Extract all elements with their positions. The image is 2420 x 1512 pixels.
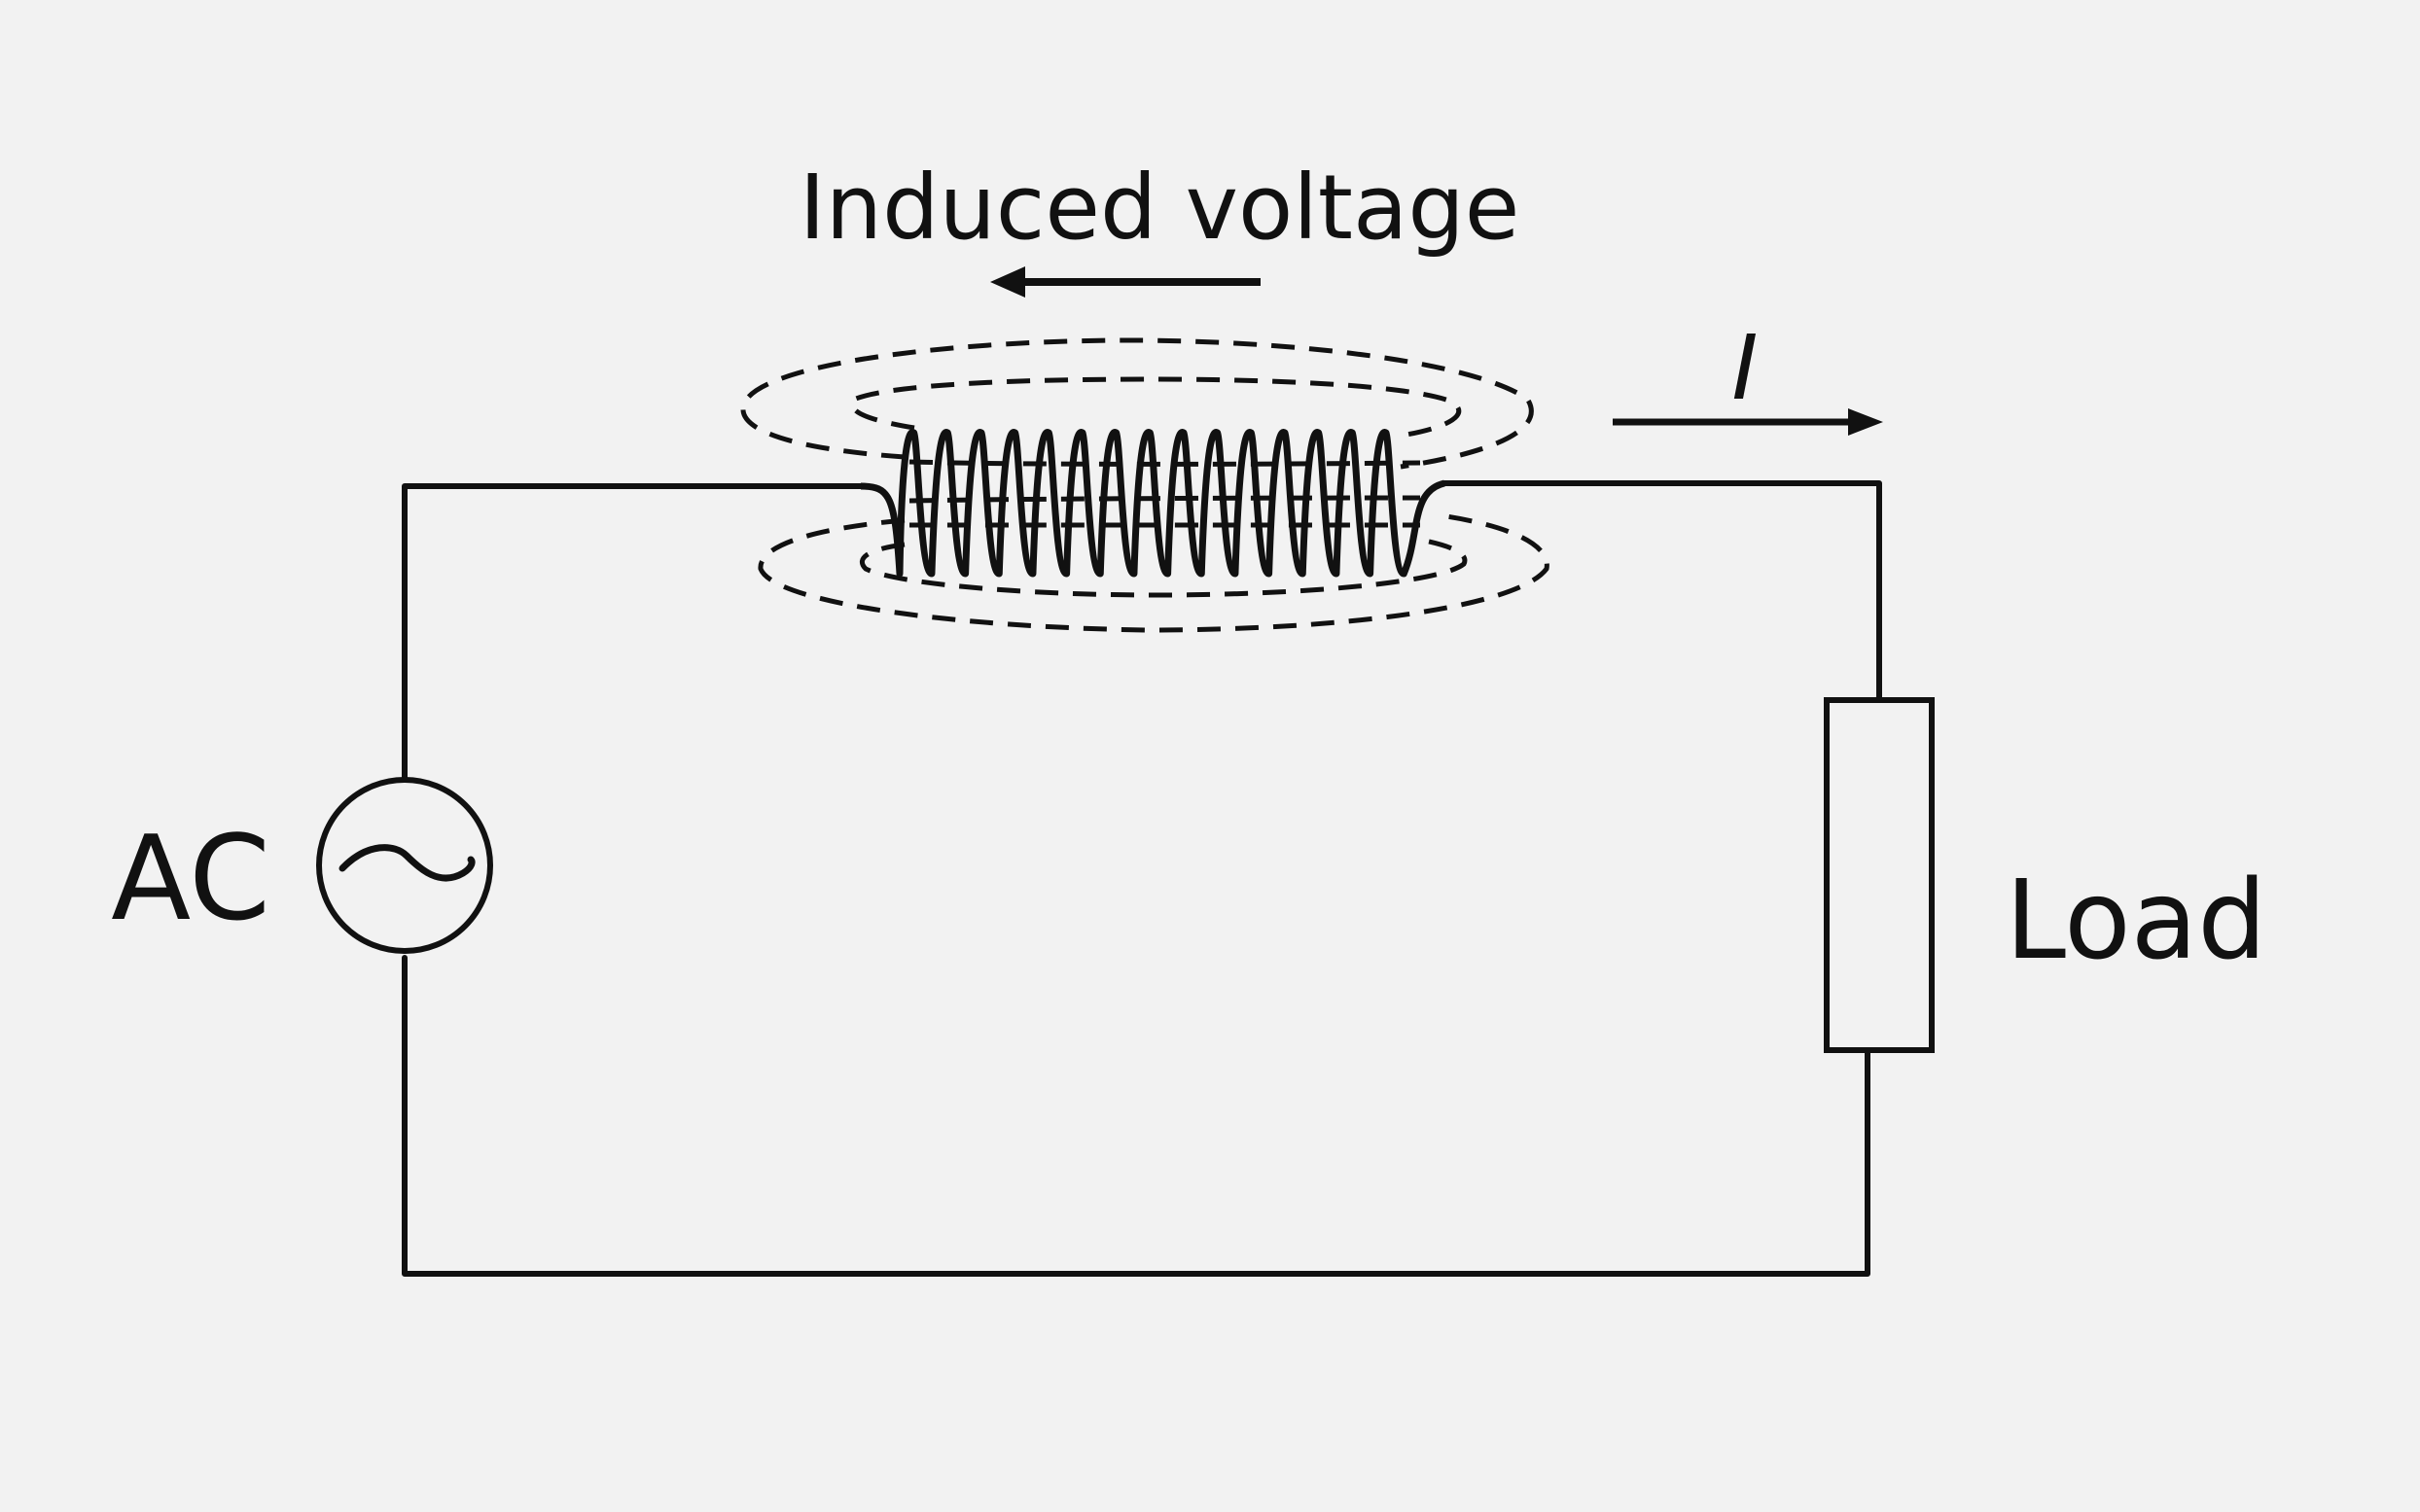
inner-field-line-bottom bbox=[859, 537, 1468, 598]
sine-wave-icon bbox=[338, 844, 476, 882]
outer-field-line-top bbox=[740, 337, 1534, 470]
load-resistor bbox=[1824, 697, 1935, 1053]
current-label: I bbox=[1731, 316, 1758, 420]
outer-field-line-bottom bbox=[758, 512, 1549, 633]
circuit-wires bbox=[402, 480, 1882, 1277]
induced-voltage-label: Induced voltage bbox=[800, 156, 1520, 260]
top-left-wire bbox=[402, 483, 864, 781]
current-arrowhead bbox=[1848, 408, 1883, 436]
inner-field-line-top bbox=[850, 376, 1462, 439]
top-right-wire bbox=[1441, 480, 1882, 701]
ac-source bbox=[316, 777, 493, 954]
induced-voltage-arrowhead bbox=[990, 266, 1025, 298]
current-arrow bbox=[1613, 408, 1883, 436]
ac-source-circle bbox=[316, 777, 493, 954]
core-field-line-1 bbox=[908, 459, 1421, 467]
ac-source-label: AC bbox=[111, 812, 270, 947]
bottom-left-wire bbox=[402, 955, 1870, 1277]
inductor-coil bbox=[860, 429, 1446, 578]
load-label: Load bbox=[2006, 858, 2267, 984]
induced-voltage-arrow bbox=[990, 266, 1261, 298]
